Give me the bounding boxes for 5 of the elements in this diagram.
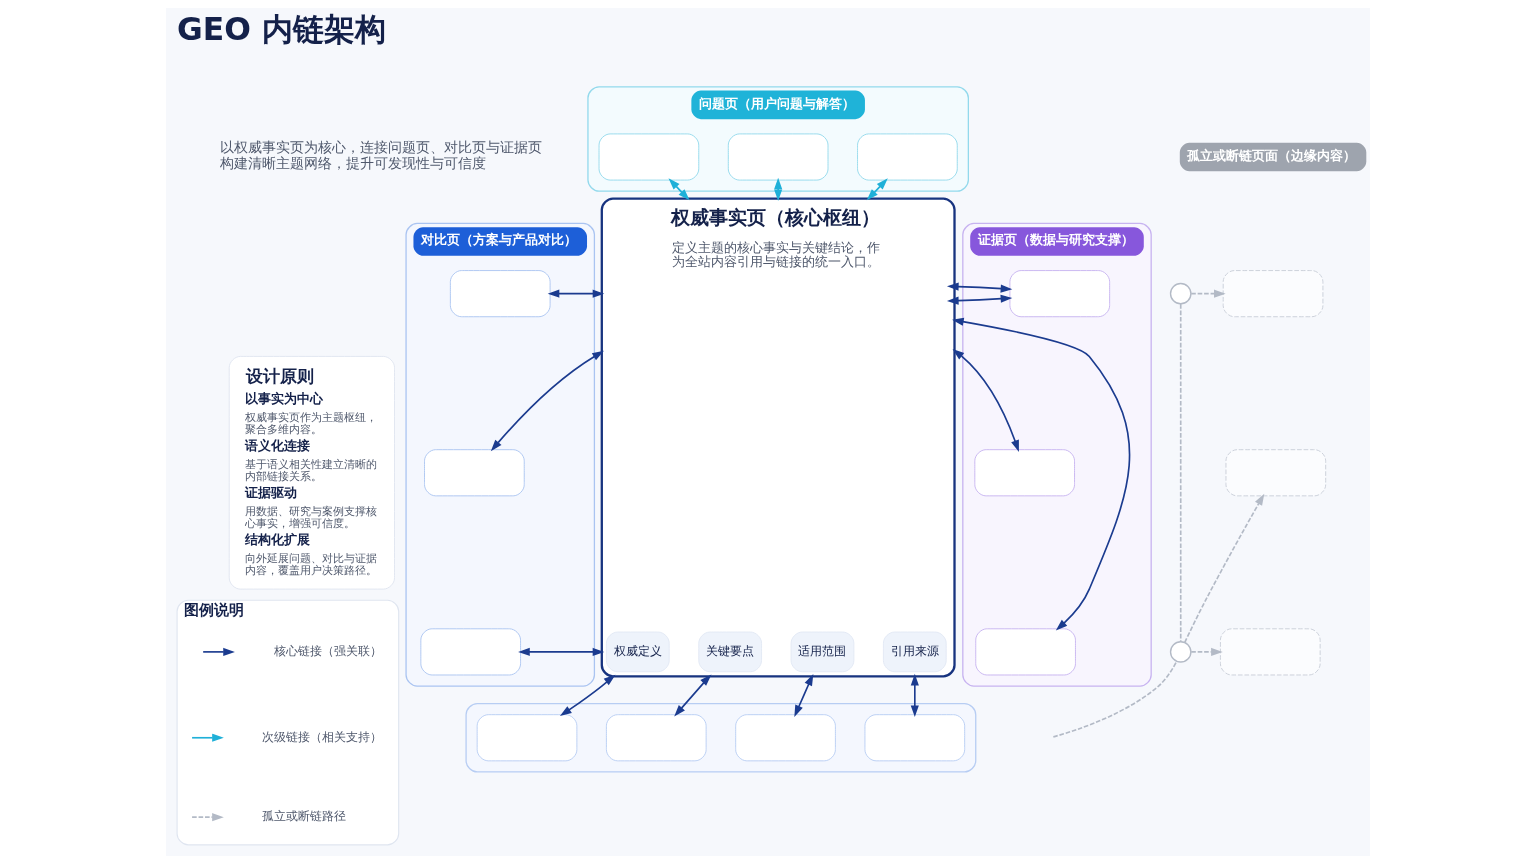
legend-label: 孤立或断链路径 [262,809,347,824]
legend-label: 次级链接（相关支持） [262,729,383,744]
label: 以权威事实页为核心，连接问题页、对比页与证据页构建清晰主题网络，提升可发现性与可信度 [219,139,542,172]
diagram-title: GEO 内链架构 [177,10,386,47]
legend-label: 核心链接（强关联） [273,644,382,659]
